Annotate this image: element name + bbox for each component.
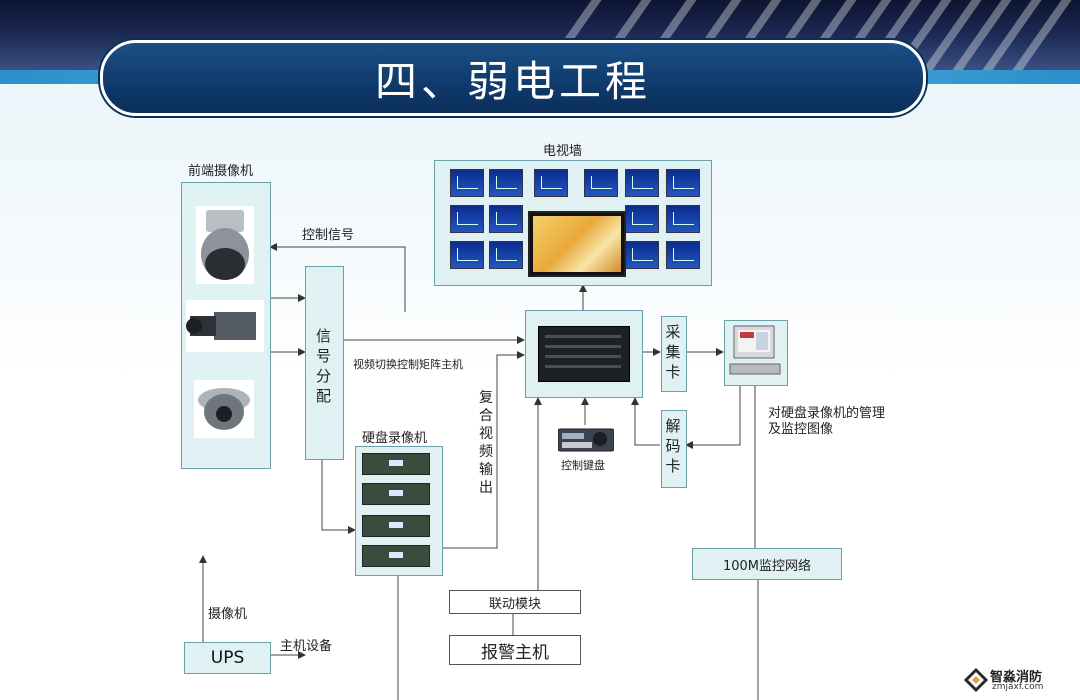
- pc-description-line2: 及监控图像: [768, 422, 834, 437]
- signal-distribution-label: 信 号 分 配: [305, 326, 342, 406]
- ptz-dome-camera-icon: [196, 206, 254, 284]
- capture-card-char: 集: [665, 343, 681, 361]
- signal-dist-char: 分: [315, 367, 331, 385]
- tv-screen: [450, 205, 484, 233]
- tv-screen: [666, 205, 700, 233]
- ups-host-label: 主机设备: [280, 639, 333, 654]
- pc-description-line1: 对硬盘录像机的管理: [768, 406, 886, 421]
- dvr-label: 硬盘录像机: [362, 431, 428, 446]
- tv-screen: [666, 241, 700, 269]
- decode-card-box: [661, 410, 687, 488]
- composite-output-char: 合: [479, 408, 493, 424]
- network-label: 100M监控网络: [722, 558, 812, 574]
- composite-output-char: 输: [479, 462, 493, 478]
- title-banner: 四、弱电工程: [100, 40, 926, 116]
- alarm-host-box: 报警主机: [449, 635, 581, 665]
- alarm-host-label: 报警主机: [481, 642, 549, 663]
- tv-screen: [450, 241, 484, 269]
- linkage-module-label: 联动模块: [488, 596, 541, 612]
- tv-screen: [584, 169, 618, 197]
- watermark-logo: 智淼消防 zmjaxf.com: [962, 664, 1074, 696]
- capture-card-char: 采: [665, 323, 681, 341]
- decode-card-char: 解: [665, 417, 681, 435]
- composite-output-char: 出: [479, 480, 493, 496]
- main-display-image: [533, 216, 621, 272]
- composite-output-char: 视: [479, 426, 493, 442]
- dvr-unit-icon: [362, 515, 430, 537]
- signal-dist-char: 信: [315, 327, 331, 345]
- decode-card-char: 卡: [665, 457, 681, 475]
- composite-output-char: 频: [479, 444, 493, 460]
- tv-screen: [625, 241, 659, 269]
- control-signal-label: 控制信号: [302, 228, 355, 243]
- front-cameras-label: 前端摄像机: [188, 164, 254, 179]
- computer-icon: [729, 325, 781, 375]
- ups-camera-label: 摄像机: [208, 607, 248, 622]
- composite-output-label: 复 合 视 频 输 出: [476, 389, 496, 497]
- dvr-unit-icon: [362, 483, 430, 505]
- mini-dome-camera-icon: [194, 380, 254, 438]
- matrix-host-label: 视频切换控制矩阵主机: [353, 358, 463, 371]
- dvr-unit-icon: [362, 453, 430, 475]
- tv-screen: [489, 169, 523, 197]
- composite-output-char: 复: [479, 390, 493, 406]
- decode-card-label: 解 码 卡: [661, 416, 685, 476]
- tv-screen: [489, 205, 523, 233]
- dvr-unit-icon: [362, 545, 430, 567]
- network-box: 100M监控网络: [692, 548, 842, 580]
- tv-screen: [625, 169, 659, 197]
- decode-card-char: 码: [665, 437, 681, 455]
- main-display: [528, 211, 626, 277]
- control-keyboard-label: 控制键盘: [561, 459, 605, 472]
- tv-screen: [489, 241, 523, 269]
- linkage-module-box: 联动模块: [449, 590, 581, 614]
- tv-screen: [666, 169, 700, 197]
- tv-screen: [450, 169, 484, 197]
- signal-dist-char: 配: [315, 387, 331, 405]
- control-keyboard-icon: [558, 428, 614, 452]
- capture-card-label: 采 集 卡: [661, 322, 685, 382]
- watermark-brand: 智淼消防: [990, 670, 1043, 685]
- tv-screen: [625, 205, 659, 233]
- tv-screen: [534, 169, 568, 197]
- ups-label: UPS: [210, 648, 245, 668]
- ups-box: UPS: [184, 642, 271, 674]
- page-title: 四、弱电工程: [374, 56, 651, 106]
- watermark-site: zmjaxf.com: [992, 682, 1044, 692]
- signal-distribution-box: [305, 266, 344, 460]
- box-camera-icon: [186, 300, 264, 352]
- tv-wall-label: 电视墙: [543, 144, 583, 159]
- signal-dist-char: 号: [315, 347, 331, 365]
- capture-card-char: 卡: [665, 363, 681, 381]
- matrix-host-device-icon: [538, 326, 630, 382]
- capture-card-box: [661, 316, 687, 392]
- brand-logo-icon: [964, 668, 988, 692]
